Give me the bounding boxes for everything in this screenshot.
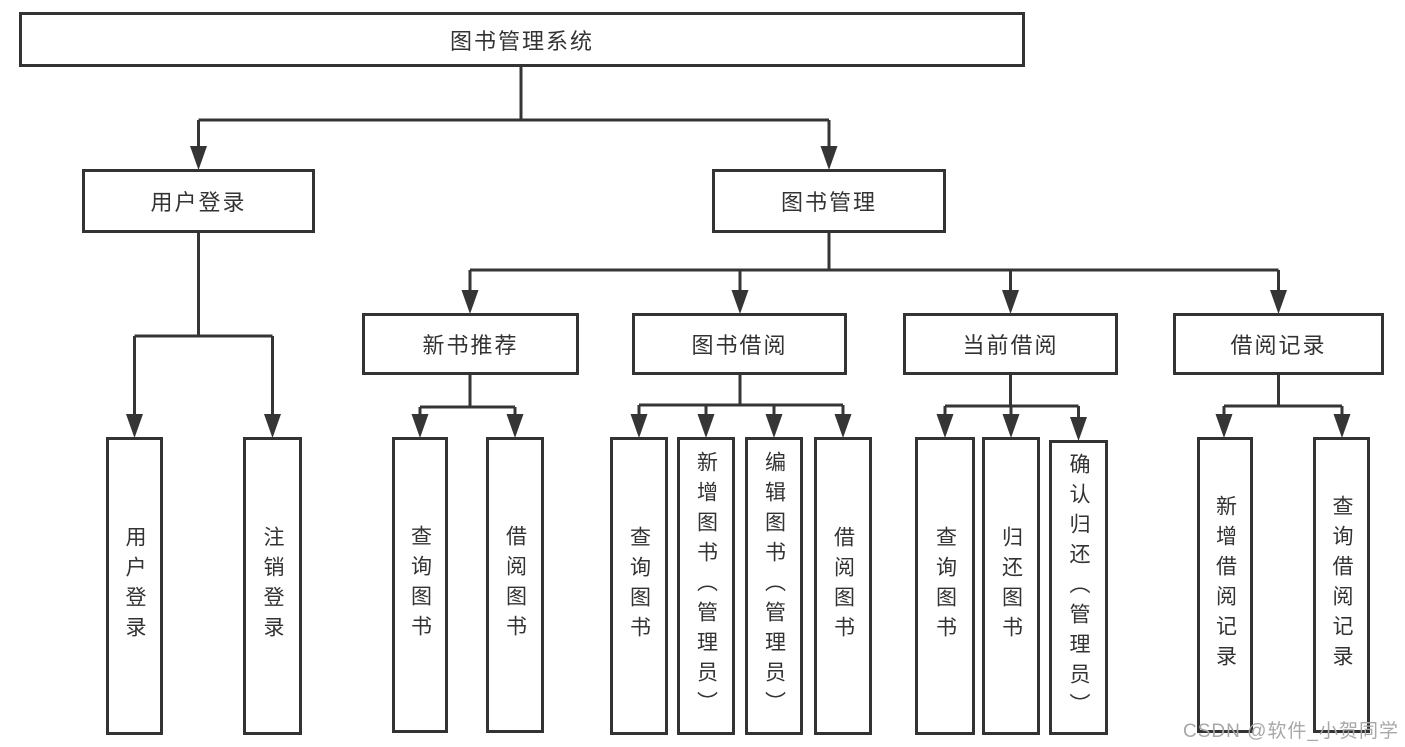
node-borrow-records: 借阅记录	[1173, 313, 1384, 375]
leaf-current-query-books: 查询图书	[915, 437, 975, 735]
leaf-newbook-query-books: 查询图书	[392, 437, 448, 733]
node-root: 图书管理系统	[19, 12, 1025, 67]
leaf-borrow-query-books: 查询图书	[610, 437, 668, 735]
leaf-borrow-add-books-admin: 新增图书（管理员）	[677, 437, 735, 735]
leaf-current-return-books: 归还图书	[982, 437, 1040, 735]
node-book-management: 图书管理	[712, 169, 946, 233]
leaf-current-confirm-return-admin: 确认归还（管理员）	[1049, 440, 1108, 735]
leaf-records-query-record: 查询借阅记录	[1313, 437, 1370, 733]
node-current-borrow: 当前借阅	[903, 313, 1118, 375]
leaf-user-login: 用户登录	[106, 437, 163, 735]
leaf-borrow-edit-books-admin: 编辑图书（管理员）	[745, 437, 803, 735]
csdn-watermark: CSDN @软件_小贺同学	[1183, 721, 1399, 742]
node-book-borrow: 图书借阅	[632, 313, 847, 375]
leaf-logout: 注销登录	[243, 437, 302, 735]
leaf-borrow-borrow-books: 借阅图书	[814, 437, 872, 735]
leaf-newbook-borrow-books: 借阅图书	[486, 437, 544, 733]
leaf-records-add-record: 新增借阅记录	[1197, 437, 1253, 733]
node-user-login: 用户登录	[82, 169, 315, 233]
node-new-book-recommend: 新书推荐	[362, 313, 579, 375]
